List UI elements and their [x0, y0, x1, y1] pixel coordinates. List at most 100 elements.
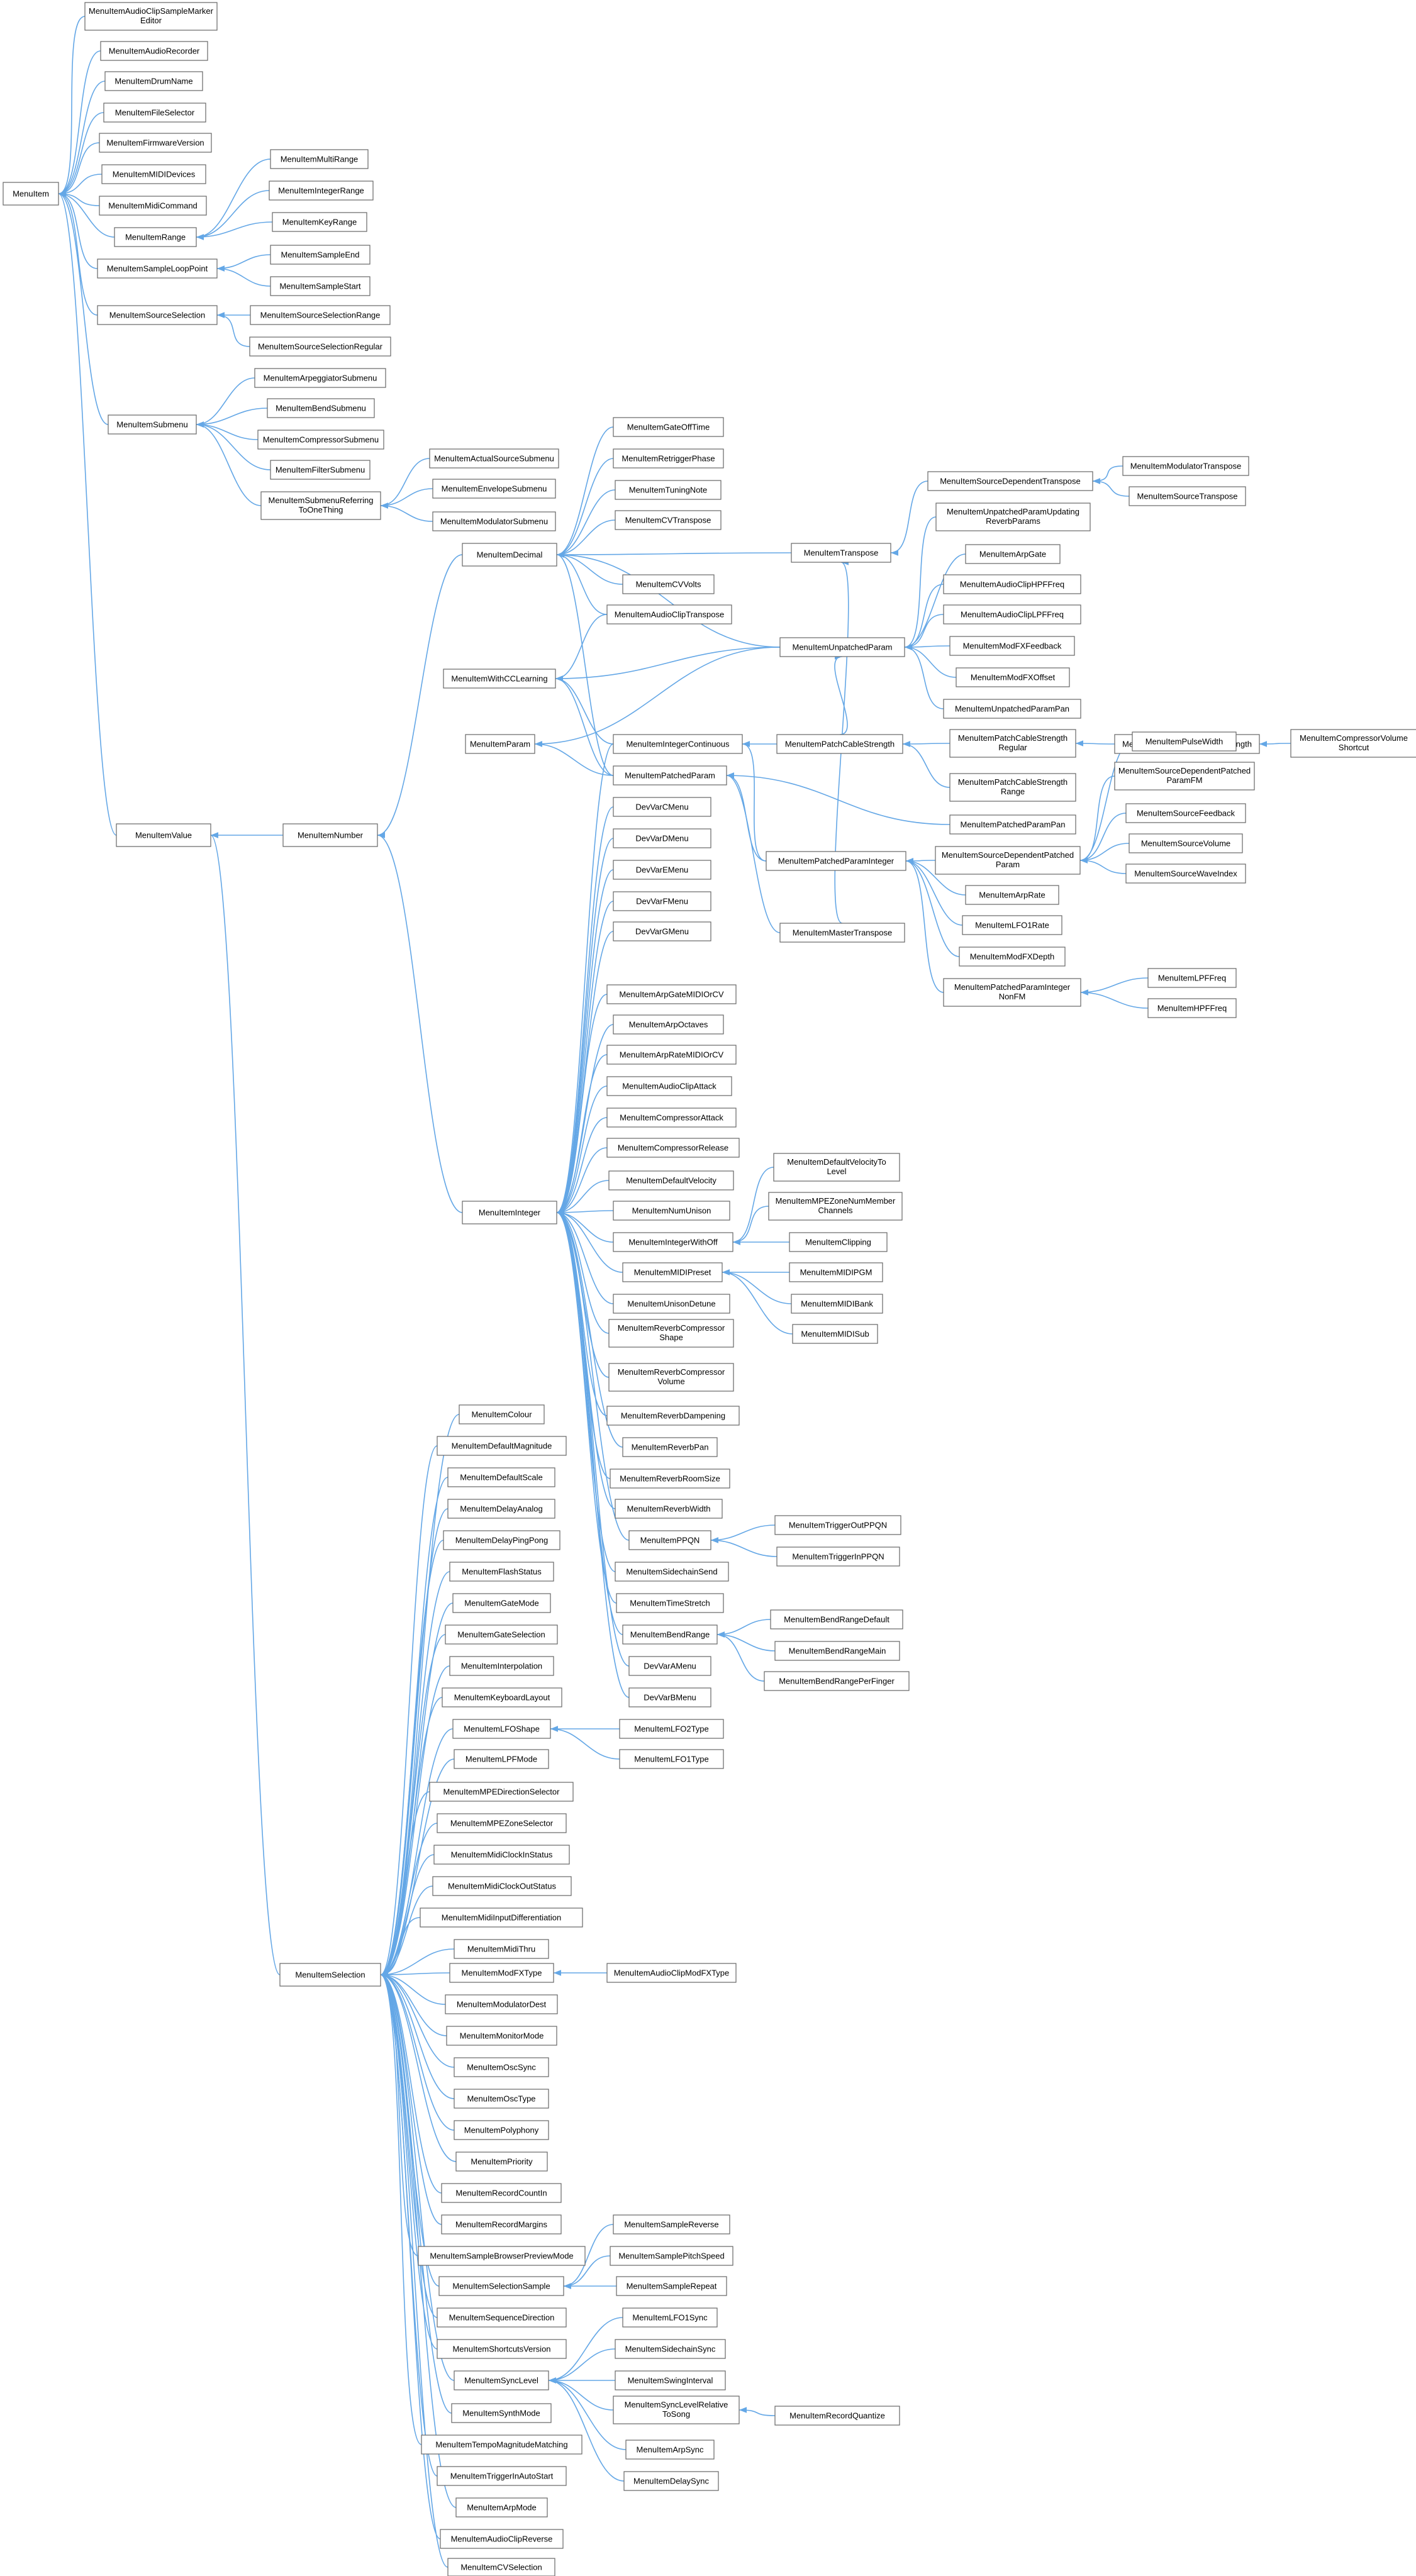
class-node-gate-selection[interactable]: MenuItemGateSelection	[445, 1624, 558, 1645]
class-node-midi-input-differentiation[interactable]: MenuItemMidiInputDifferentiation	[420, 1907, 583, 1928]
class-node-delay-ping-pong[interactable]: MenuItemDelayPingPong	[443, 1530, 560, 1550]
class-node-trigger-in-ppqn[interactable]: MenuItemTriggerInPPQN	[776, 1546, 900, 1567]
class-node-hpf-freq[interactable]: MenuItemHPFFreq	[1147, 998, 1237, 1018]
class-node-swing-interval[interactable]: MenuItemSwingInterval	[615, 2370, 726, 2390]
class-node-modulator-submenu[interactable]: MenuItemModulatorSubmenu	[432, 511, 556, 531]
class-node-sample-loop-point[interactable]: MenuItemSampleLoopPoint	[97, 258, 218, 279]
class-node-ppqn[interactable]: MenuItemPPQN	[628, 1530, 711, 1550]
class-node-sample-reverse[interactable]: MenuItemSampleReverse	[613, 2214, 730, 2235]
class-node-keyboard-layout[interactable]: MenuItemKeyboardLayout	[442, 1687, 562, 1707]
class-node-source-selection-regular[interactable]: MenuItemSourceSelectionRegular	[249, 336, 391, 357]
class-node-actual-source-submenu[interactable]: MenuItemActualSourceSubmenu	[429, 448, 559, 469]
class-node-audio-recorder[interactable]: MenuItemAudioRecorder	[100, 41, 208, 61]
class-node-drum-name[interactable]: MenuItemDrumName	[104, 71, 203, 91]
class-node-pulse-width[interactable]: MenuItemPulseWidth	[1132, 731, 1237, 752]
class-node-firmware-version[interactable]: MenuItemFirmwareVersion	[99, 133, 212, 153]
class-node-lfo1-sync[interactable]: MenuItemLFO1Sync	[622, 2307, 718, 2328]
class-node-multi-range[interactable]: MenuItemMultiRange	[270, 149, 369, 169]
class-node-midi-preset[interactable]: MenuItemMIDIPreset	[622, 1262, 723, 1282]
class-node-compressor-release[interactable]: MenuItemCompressorRelease	[606, 1138, 740, 1158]
class-node-unpatched-param-pan[interactable]: MenuItemUnpatchedParamPan	[943, 699, 1081, 719]
class-node-midi-bank[interactable]: MenuItemMIDIBank	[791, 1294, 883, 1314]
class-node-dev-var-c[interactable]: DevVarCMenu	[613, 797, 711, 817]
class-node-trigger-out-ppqn[interactable]: MenuItemTriggerOutPPQN	[774, 1515, 901, 1535]
class-node-arpeggiator-submenu[interactable]: MenuItemArpeggiatorSubmenu	[254, 368, 386, 388]
class-node-arp-gate[interactable]: MenuItemArpGate	[965, 544, 1061, 564]
class-node-sample-end[interactable]: MenuItemSampleEnd	[270, 245, 371, 265]
class-node-mod-fx-depth[interactable]: MenuItemModFXDepth	[959, 947, 1066, 967]
class-node-source-feedback[interactable]: MenuItemSourceFeedback	[1125, 803, 1246, 823]
class-node-delay-analog[interactable]: MenuItemDelayAnalog	[447, 1499, 555, 1519]
class-node-mod-fx-offset[interactable]: MenuItemModFXOffset	[956, 667, 1070, 687]
class-node-midi-clock-out-status[interactable]: MenuItemMidiClockOutStatus	[432, 1876, 572, 1896]
class-node-record-quantize[interactable]: MenuItemRecordQuantize	[774, 2406, 900, 2426]
class-node-bend-range[interactable]: MenuItemBendRange	[622, 1624, 718, 1645]
class-node-filter-submenu[interactable]: MenuItemFilterSubmenu	[270, 460, 371, 480]
class-node-patch-cable-strength[interactable]: MenuItemPatchCableStrength	[776, 734, 903, 754]
class-node-integer[interactable]: MenuItemInteger	[462, 1201, 557, 1224]
class-node-patched-param-pan[interactable]: MenuItemPatchedParamPan	[949, 814, 1076, 835]
class-node-cv-volts[interactable]: MenuItemCVVolts	[622, 574, 715, 594]
class-node-value[interactable]: MenuItemValue	[116, 823, 211, 847]
class-node-submenu[interactable]: MenuItemSubmenu	[108, 414, 197, 435]
class-node-audio-clip-reverse[interactable]: MenuItemAudioClipReverse	[440, 2529, 564, 2549]
class-node-arp-mode[interactable]: MenuItemArpMode	[455, 2497, 548, 2518]
class-node-menu-item[interactable]: MenuItem	[3, 182, 59, 206]
class-node-audio-clip-mod-fx-type[interactable]: MenuItemAudioClipModFXType	[606, 1963, 737, 1983]
class-node-clipping[interactable]: MenuItemClipping	[789, 1232, 888, 1252]
class-node-arp-gate-midi-or-cv[interactable]: MenuItemArpGateMIDIOrCV	[606, 984, 737, 1004]
class-node-polyphony[interactable]: MenuItemPolyphony	[454, 2120, 549, 2140]
class-node-reverb-dampening[interactable]: MenuItemReverbDampening	[606, 1406, 740, 1426]
class-node-audio-clip-hpf-freq[interactable]: MenuItemAudioClipHPFFreq	[943, 574, 1081, 594]
class-node-patched-param[interactable]: MenuItemPatchedParam	[613, 765, 727, 786]
class-node-default-magnitude[interactable]: MenuItemDefaultMagnitude	[437, 1436, 567, 1456]
class-node-audio-clip-lpf-freq[interactable]: MenuItemAudioClipLPFFreq	[943, 604, 1081, 625]
class-node-source-selection[interactable]: MenuItemSourceSelection	[97, 305, 218, 325]
class-node-reverb-width[interactable]: MenuItemReverbWidth	[615, 1499, 723, 1519]
class-node-param[interactable]: MenuItemParam	[465, 734, 535, 754]
class-node-num-unison[interactable]: MenuItemNumUnison	[613, 1201, 730, 1221]
class-node-arp-sync[interactable]: MenuItemArpSync	[625, 2440, 715, 2460]
class-node-modulator-transpose[interactable]: MenuItemModulatorTranspose	[1122, 456, 1249, 476]
class-node-selection[interactable]: MenuItemSelection	[279, 1963, 381, 1987]
class-node-compressor-attack[interactable]: MenuItemCompressorAttack	[606, 1108, 737, 1128]
class-node-tuning-note[interactable]: MenuItemTuningNote	[615, 480, 722, 500]
class-node-audio-clip-attack[interactable]: MenuItemAudioClipAttack	[606, 1076, 732, 1096]
class-node-reverb-room-size[interactable]: MenuItemReverbRoomSize	[610, 1468, 730, 1489]
class-node-dev-var-a[interactable]: DevVarAMenu	[628, 1656, 711, 1676]
class-node-trigger-in-auto-start[interactable]: MenuItemTriggerInAutoStart	[437, 2466, 567, 2486]
class-node-arp-rate-midi-or-cv[interactable]: MenuItemArpRateMIDIOrCV	[606, 1045, 737, 1065]
class-node-sample-pitch-speed[interactable]: MenuItemSamplePitchSpeed	[610, 2246, 733, 2266]
class-node-master-transpose[interactable]: MenuItemMasterTranspose	[779, 923, 905, 943]
class-node-mpe-zone-selector[interactable]: MenuItemMPEZoneSelector	[437, 1813, 567, 1833]
class-node-key-range[interactable]: MenuItemKeyRange	[272, 212, 367, 232]
class-node-sample-browser-preview-mode[interactable]: MenuItemSampleBrowserPreviewMode	[418, 2246, 586, 2266]
class-node-midi-thru[interactable]: MenuItemMidiThru	[454, 1939, 549, 1959]
class-node-lfo-shape[interactable]: MenuItemLFOShape	[452, 1719, 551, 1739]
class-node-dev-var-f[interactable]: DevVarFMenu	[613, 891, 711, 911]
class-node-decimal[interactable]: MenuItemDecimal	[462, 543, 557, 567]
class-node-bend-range-main[interactable]: MenuItemBendRangeMain	[774, 1641, 900, 1661]
class-node-interpolation[interactable]: MenuItemInterpolation	[449, 1656, 554, 1676]
class-node-source-dependent-transpose[interactable]: MenuItemSourceDependentTranspose	[927, 471, 1093, 491]
class-node-transpose[interactable]: MenuItemTranspose	[791, 543, 891, 563]
class-node-arp-rate[interactable]: MenuItemArpRate	[965, 885, 1059, 905]
class-node-synth-mode[interactable]: MenuItemSynthMode	[451, 2403, 552, 2423]
class-node-lfo1-rate[interactable]: MenuItemLFO1Rate	[962, 915, 1062, 935]
class-node-bend-range-per-finger[interactable]: MenuItemBendRangePerFinger	[764, 1671, 910, 1691]
class-node-audio-clip-transpose[interactable]: MenuItemAudioClipTranspose	[606, 604, 732, 625]
class-node-time-stretch[interactable]: MenuItemTimeStretch	[616, 1593, 724, 1613]
class-node-sample-repeat[interactable]: MenuItemSampleRepeat	[616, 2276, 727, 2296]
class-node-delay-sync[interactable]: MenuItemDelaySync	[623, 2471, 719, 2491]
class-node-source-selection-range[interactable]: MenuItemSourceSelectionRange	[250, 305, 391, 325]
class-node-unpatched-param[interactable]: MenuItemUnpatchedParam	[779, 637, 905, 657]
